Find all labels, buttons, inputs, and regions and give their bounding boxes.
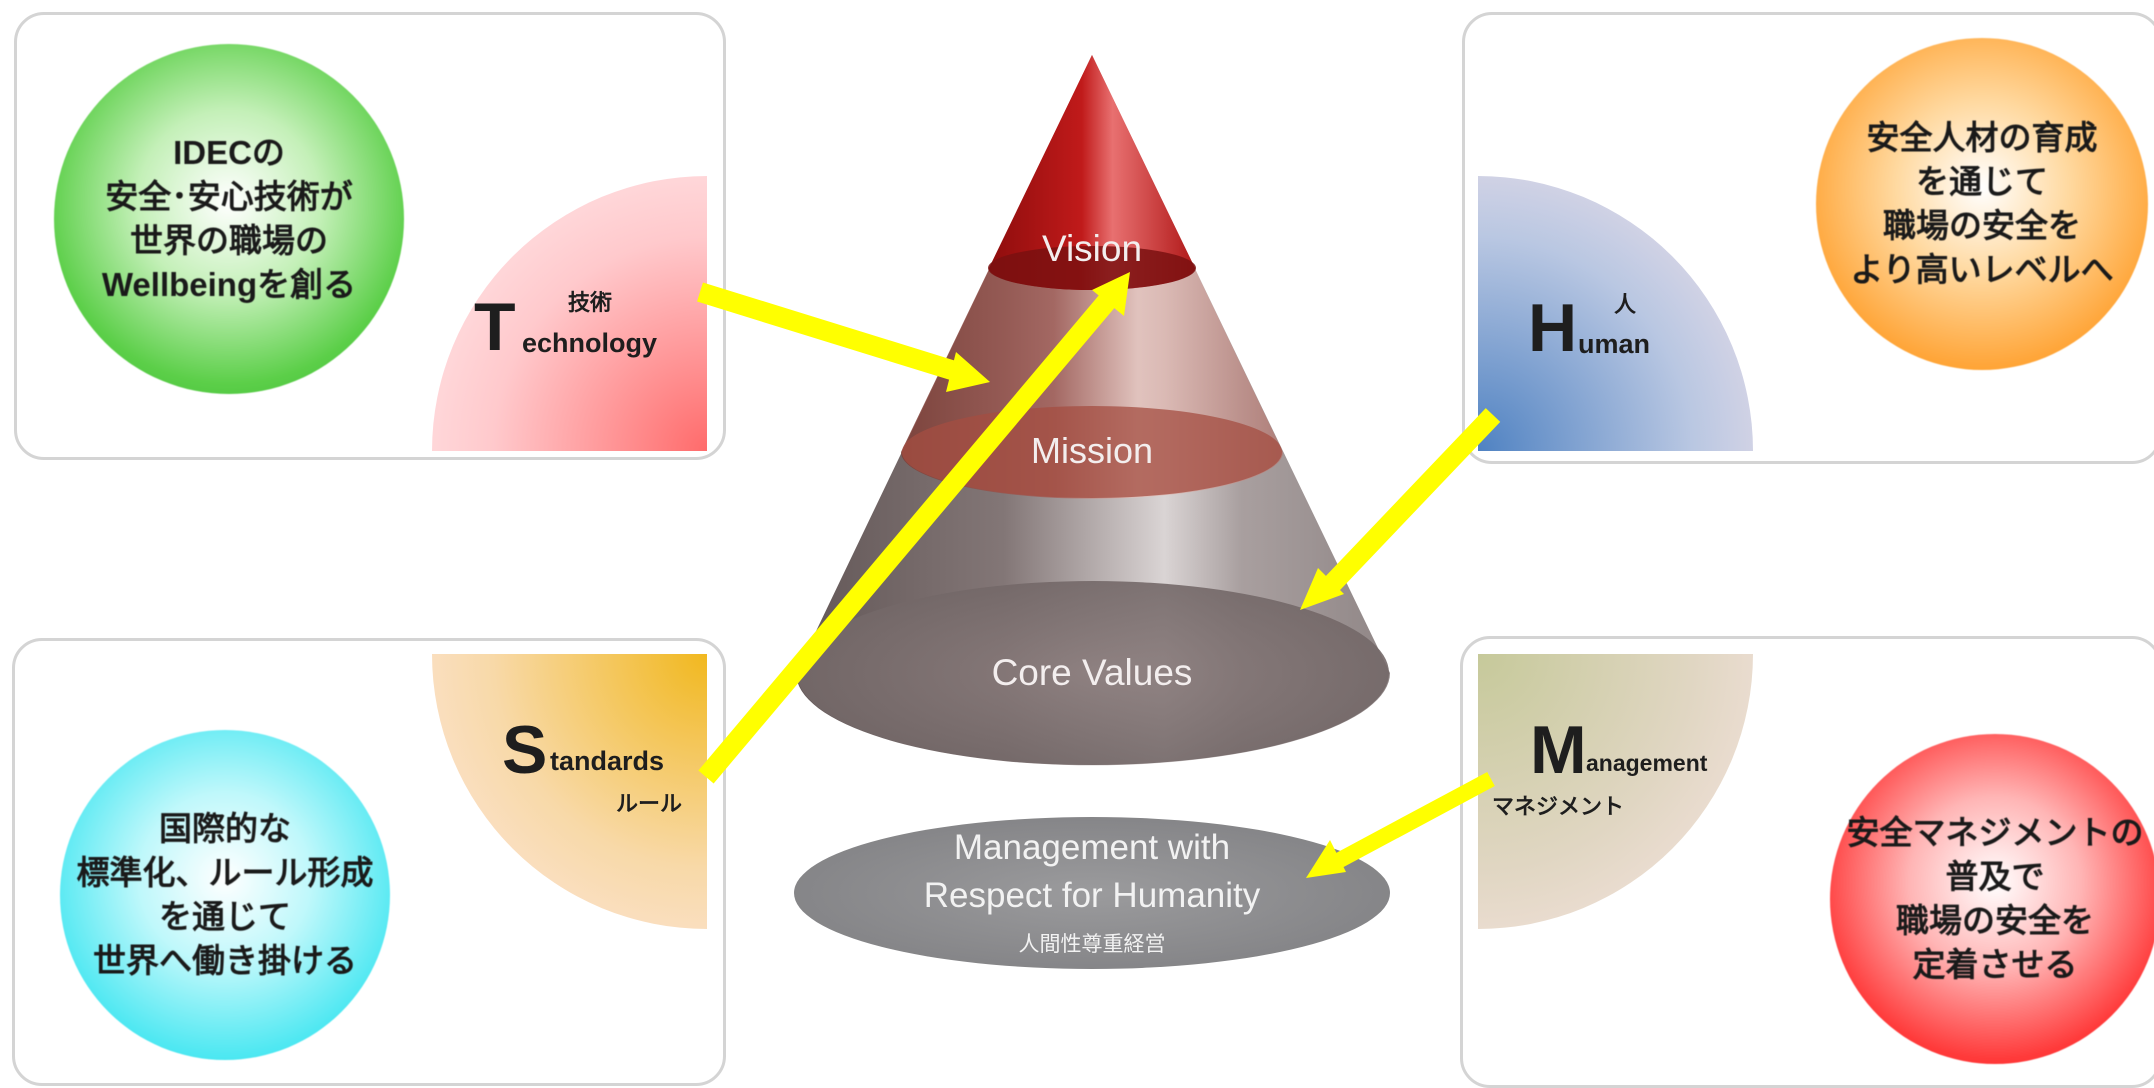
core-values-ellipse [797, 581, 1389, 765]
standards-initial: S [502, 712, 548, 788]
technology-goal-text: IDECの 安全･安心技術が 世界の職場の Wellbeingを創る [101, 134, 357, 303]
core-values-label: Core Values [991, 652, 1193, 693]
vision-ellipse [988, 246, 1196, 290]
management-initial: M [1530, 712, 1587, 788]
base-line-3: 人間性尊重経営 [1018, 933, 1166, 956]
technology-initial: T [474, 289, 516, 365]
human-initial: H [1528, 290, 1578, 366]
standards-goal-circle: 国際的な 標準化、ルール形成 を通じて 世界へ働き掛ける [60, 730, 390, 1060]
arrow-technology-to-mission [697, 282, 990, 392]
technology-goal-circle: IDECの 安全･安心技術が 世界の職場の Wellbeingを創る [54, 44, 404, 394]
standards-label: tandards [550, 746, 665, 776]
arrow-human-to-core [1300, 408, 1501, 610]
base-line-2: Respect for Humanity [923, 876, 1261, 915]
mission-label: Mission [1030, 430, 1154, 471]
human-jp-label: 人 [1614, 292, 1637, 317]
technology-jp-label: 技術 [568, 290, 613, 315]
base-ellipse [794, 817, 1390, 969]
human-goal-circle: 安全人材の育成 を通じて 職場の安全を より高いレベルへ [1816, 38, 2148, 370]
standards-goal-text: 国際的な 標準化、ルール形成 を通じて 世界へ働き掛ける [76, 810, 374, 979]
human-goal-text: 安全人材の育成 を通じて 職場の安全を より高いレベルへ [1850, 119, 2114, 288]
human-label: uman [1578, 329, 1651, 359]
management-goal-text: 安全マネジメントの 普及で 職場の安全を 定着させる [1846, 814, 2144, 983]
vision-label: Vision [1041, 228, 1143, 269]
management-jp-label: マネジメント [1492, 794, 1625, 819]
base-line-1: Management with [953, 828, 1231, 867]
arrow-management-to-base [1306, 771, 1495, 878]
arrow-standards-to-vision [698, 272, 1130, 784]
management-goal-circle: 安全マネジメントの 普及で 職場の安全を 定着させる [1830, 734, 2154, 1064]
technology-label: echnology [522, 328, 658, 358]
cone-vision-section [989, 55, 1195, 290]
standards-jp-label: ルール [616, 791, 683, 816]
management-label: anagement [1586, 750, 1708, 776]
